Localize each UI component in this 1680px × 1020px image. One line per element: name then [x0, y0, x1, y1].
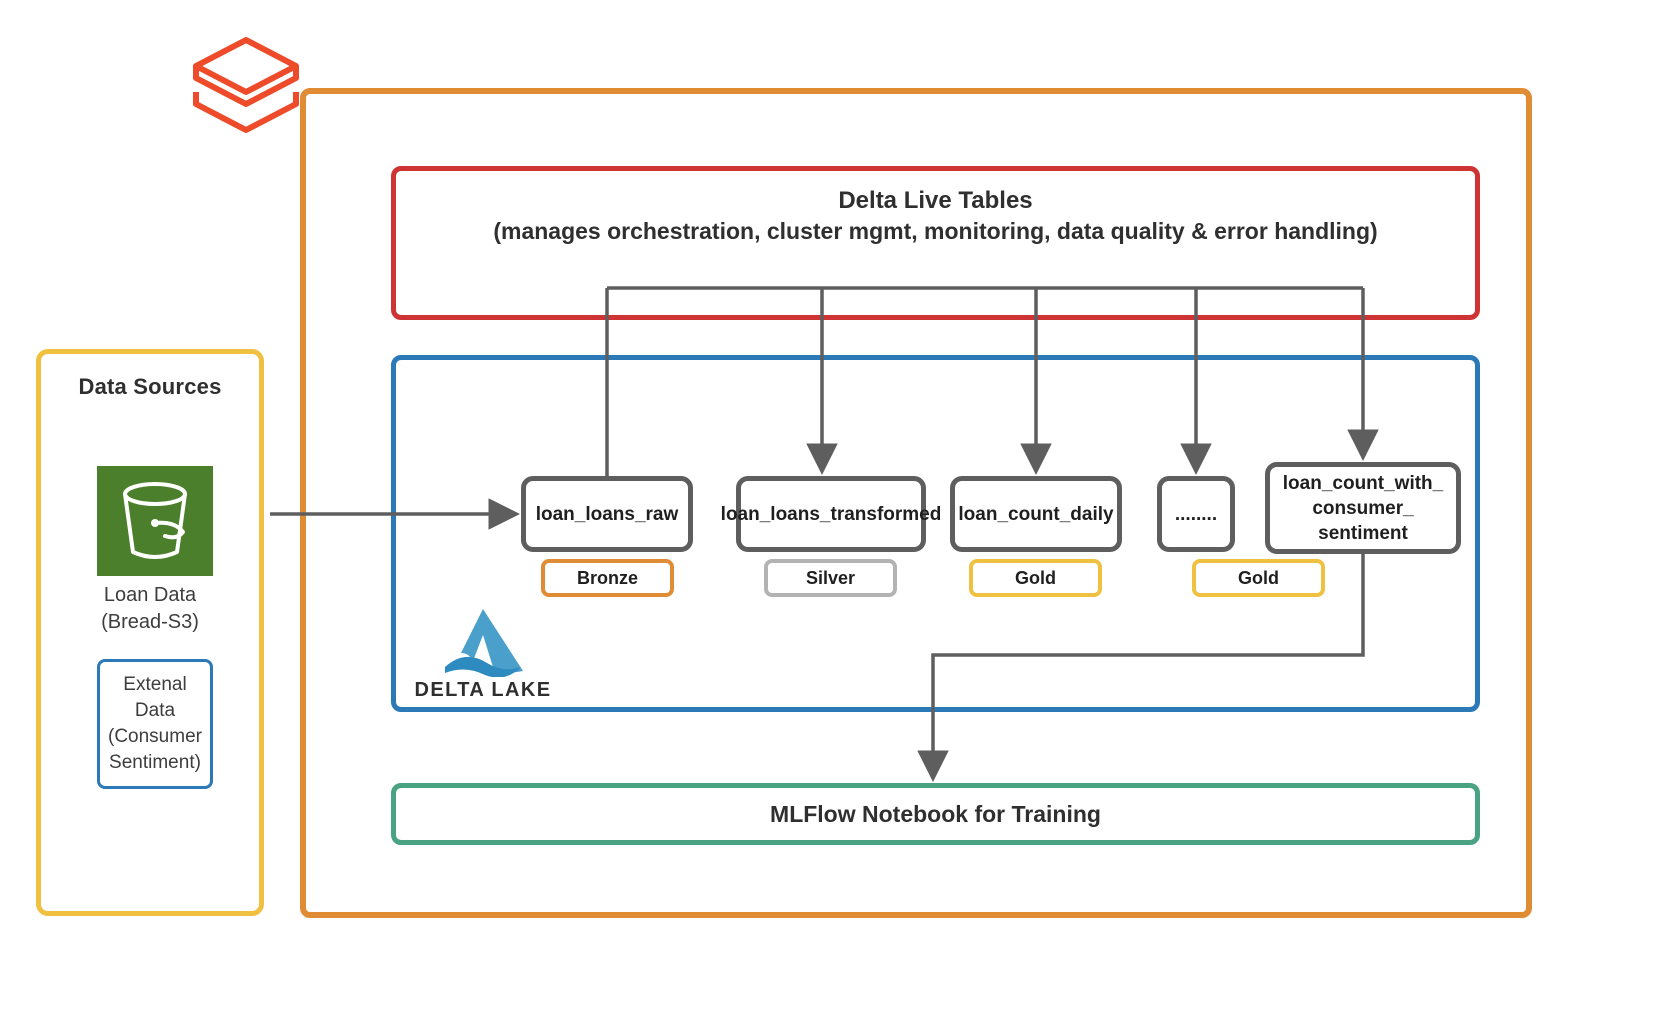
data-sources-panel: Data Sources Loan Data (Bread-S3) Extena… — [36, 349, 264, 916]
badge-gold-daily: Gold — [969, 559, 1102, 597]
external-data-label: Extenal Data (Consumer Sentiment) — [108, 674, 202, 773]
databricks-logo — [190, 30, 302, 155]
table-node-loan-count-with-consumer-sentiment[interactable]: loan_count_with_ consumer_ sentiment — [1265, 462, 1461, 554]
delta-live-tables-panel: Delta Live Tables (manages orchestration… — [391, 166, 1480, 320]
delta-lake-logo: DELTA LAKE — [414, 605, 552, 705]
table-node-ellipsis[interactable]: ........ — [1157, 476, 1235, 552]
table-node-loan-loans-transformed[interactable]: loan_loans_transformed — [721, 476, 941, 552]
databricks-platform-frame — [300, 88, 1532, 918]
delta-lake-wordmark: DELTA LAKE — [414, 679, 552, 701]
table-node-loan-count-daily[interactable]: loan_count_daily — [950, 476, 1122, 552]
s3-bucket-icon — [97, 466, 213, 576]
badge-bronze: Bronze — [541, 559, 674, 597]
data-sources-title: Data Sources — [78, 374, 222, 399]
delta-lake-triangle-wave-icon — [445, 609, 523, 677]
mlflow-notebook-box[interactable]: MLFlow Notebook for Training — [391, 783, 1480, 845]
table-node-loan-loans-raw[interactable]: loan_loans_raw — [521, 476, 693, 552]
badge-silver: Silver — [764, 559, 897, 597]
external-data-box: Extenal Data (Consumer Sentiment) — [97, 659, 213, 789]
delta-live-tables-subtitle: (manages orchestration, cluster mgmt, mo… — [493, 218, 1378, 244]
delta-live-tables-title: Delta Live Tables — [838, 187, 1033, 214]
loan-data-label: Loan Data (Bread-S3) — [101, 584, 199, 633]
badge-gold-ellipsis: Gold — [1192, 559, 1325, 597]
